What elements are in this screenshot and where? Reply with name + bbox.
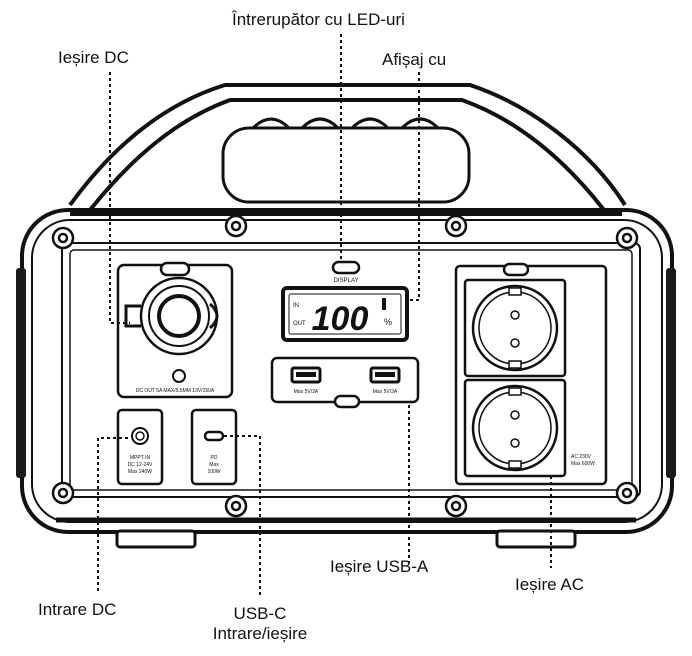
mppt-line2: DC 12-24V bbox=[128, 462, 153, 468]
usb-left-spec: Max 5V/3A bbox=[294, 389, 319, 395]
mppt-line1: MPPT IN bbox=[130, 455, 151, 461]
lcd-value: 100 bbox=[312, 300, 369, 338]
lcd-out: OUT bbox=[293, 321, 306, 327]
usb-led-switch[interactable] bbox=[333, 394, 361, 409]
label-dc-output: Ieșire DC bbox=[58, 48, 129, 67]
lcd-in: IN bbox=[293, 303, 299, 309]
battery-icon bbox=[382, 298, 386, 310]
display-button[interactable] bbox=[331, 260, 361, 275]
ac-led-switch[interactable] bbox=[502, 262, 530, 277]
usb-c-port[interactable] bbox=[203, 430, 225, 442]
screws bbox=[51, 214, 639, 518]
label-usb-a-output: Ieșire USB-A bbox=[330, 557, 429, 576]
display-button-label: DISPLAY bbox=[334, 278, 359, 284]
usb-c-panel: PD Max 100W bbox=[190, 408, 238, 486]
leader-lines bbox=[97, 34, 552, 598]
label-usb-c-line2: Intrare/ieșire bbox=[212, 624, 308, 643]
pd-line1: PD bbox=[211, 455, 218, 461]
label-led-switch: Întrerupător cu LED-uri bbox=[232, 10, 405, 29]
label-usb-c: USB-C Intrare/ieșire bbox=[196, 604, 324, 644]
dc-output-panel: DC OUT 5A MAX/5.5MM 13V/150A bbox=[116, 261, 234, 399]
ac-output-panel: AC 230V Max 600W bbox=[454, 262, 608, 486]
ac-spec-line1: AC 230V bbox=[571, 454, 592, 460]
mppt-line3: Max 240W bbox=[128, 469, 152, 475]
label-dc-input: Intrare DC bbox=[38, 600, 117, 619]
display-panel: DISPLAY IN OUT 100 % bbox=[281, 260, 409, 342]
carry-handle bbox=[68, 83, 627, 212]
handle-grip bbox=[221, 117, 471, 204]
feet bbox=[115, 529, 577, 549]
ac-socket-2[interactable] bbox=[471, 384, 559, 472]
dc-spec: DC OUT 5A MAX/5.5MM 13V/150A bbox=[136, 388, 215, 394]
ac-spec-line2: Max 600W bbox=[571, 461, 595, 467]
label-display: Afișaj cu bbox=[382, 50, 447, 69]
label-ac-output: Ieșire AC bbox=[515, 575, 584, 594]
pd-line3: 100W bbox=[207, 469, 220, 475]
usb-a-panel: Max 5V/3A Max 5V/3A bbox=[270, 356, 420, 409]
usb-right-spec: Max 5V/3A bbox=[373, 389, 398, 395]
dc-led-switch[interactable] bbox=[159, 261, 191, 277]
lcd-percent: % bbox=[384, 317, 392, 327]
dc-input-panel: MPPT IN DC 12-24V Max 240W bbox=[116, 408, 164, 486]
pd-line2: Max bbox=[209, 462, 219, 468]
ac-socket-1[interactable] bbox=[471, 284, 559, 372]
dc-output-port[interactable] bbox=[157, 294, 201, 338]
label-usb-c-line1: USB-C bbox=[233, 604, 287, 623]
